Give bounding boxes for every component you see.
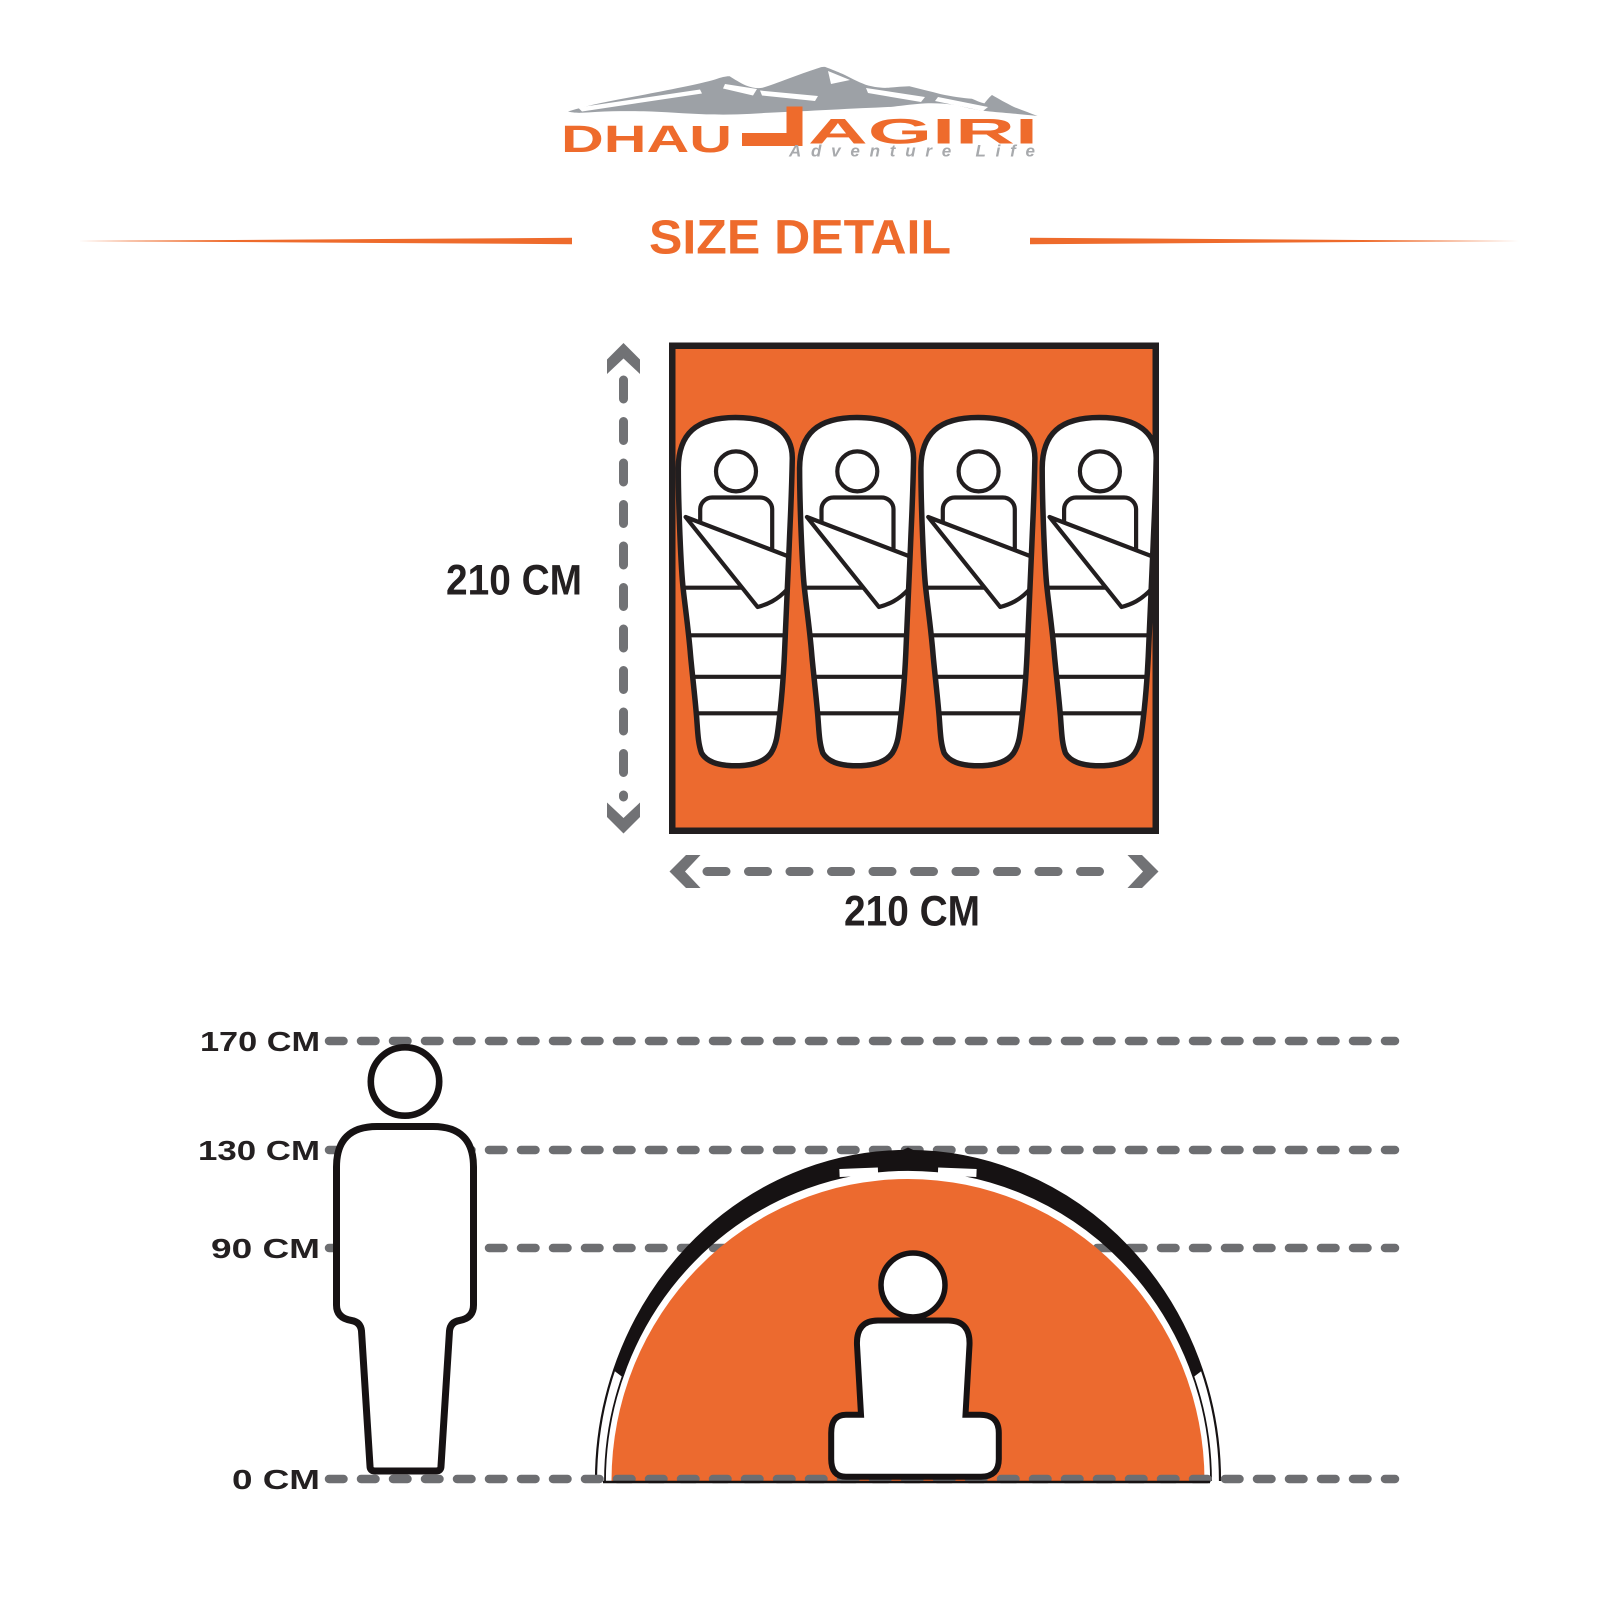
svg-text:DHAU: DHAU [561, 119, 732, 161]
svg-text:90 CM: 90 CM [211, 1233, 320, 1264]
svg-text:0 CM: 0 CM [232, 1464, 320, 1495]
svg-text:170 CM: 170 CM [200, 1026, 320, 1057]
svg-text:AGIRI: AGIRI [808, 113, 1038, 152]
svg-text:130 CM: 130 CM [198, 1135, 320, 1166]
svg-text:SIZE DETAIL: SIZE DETAIL [649, 212, 951, 265]
svg-text:210 CM: 210 CM [446, 557, 582, 605]
svg-text:210 CM: 210 CM [844, 888, 980, 936]
